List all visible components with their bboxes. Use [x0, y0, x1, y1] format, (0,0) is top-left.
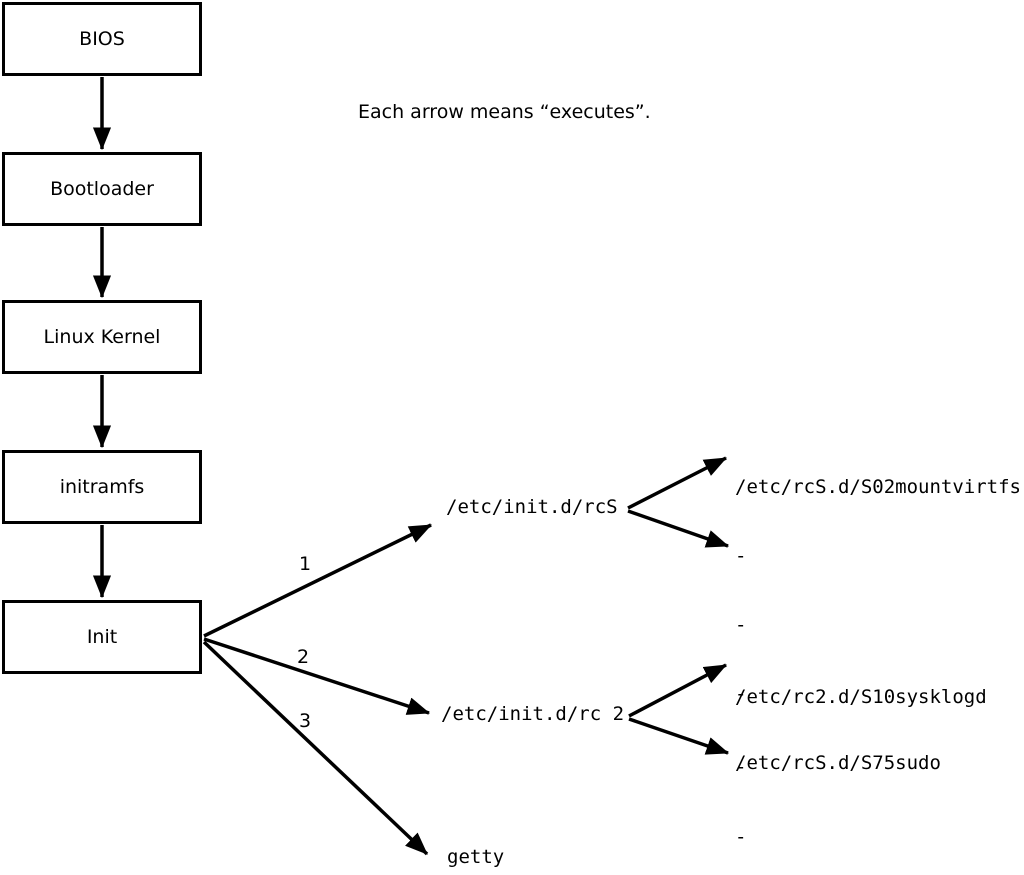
arrow-init-to-getty [202, 640, 429, 856]
ellipsis-dash: - [735, 614, 747, 636]
legend-note: Each arrow means “executes”. [358, 101, 651, 123]
node-bootloader-label: Bootloader [50, 178, 154, 200]
arrow-init-to-rc2 [203, 637, 431, 715]
edge-number-1: 1 [299, 553, 312, 575]
ellipsis-dash: - [735, 756, 747, 778]
target-getty-label: getty [447, 846, 505, 868]
node-bios: BIOS [2, 2, 202, 76]
script-line: /etc/rc2.d/S10sysklogd [735, 686, 987, 708]
edge-number-3: 3 [299, 710, 312, 732]
node-initramfs: initramfs [2, 450, 202, 524]
rcs-scripts-list: /etc/rcS.d/S02mountvirtfs - - - /etc/rcS… [735, 431, 1021, 820]
node-init: Init [2, 600, 202, 674]
ellipsis-dash: - [735, 545, 747, 567]
node-initramfs-label: initramfs [59, 476, 145, 498]
script-line: /etc/rcS.d/S02mountvirtfs [735, 476, 1021, 498]
node-linux-kernel: Linux Kernel [2, 300, 202, 374]
node-init-label: Init [86, 626, 118, 648]
script-line: /etc/rcS.d/S75sudo [735, 752, 941, 774]
arrow-rcs-to-last-script [627, 509, 730, 548]
rc2-scripts-list: /etc/rc2.d/S10sysklogd - - - /etc/rc2.d/… [735, 640, 987, 875]
arrow-rc2-to-last-script [628, 717, 730, 755]
node-bootloader: Bootloader [2, 152, 202, 226]
ellipsis-dash: - [735, 826, 747, 848]
node-linux-kernel-label: Linux Kernel [43, 326, 161, 348]
arrow-rc2-to-first-script [628, 663, 728, 718]
target-rcs-label: /etc/init.d/rcS [446, 496, 618, 518]
edge-number-2: 2 [297, 646, 310, 668]
arrow-rcs-to-first-script [627, 456, 728, 510]
ellipsis-dash: - [735, 683, 747, 705]
arrow-init-to-rcs [203, 523, 433, 638]
target-rc2-label: /etc/init.d/rc 2 [441, 703, 625, 725]
node-bios-label: BIOS [79, 28, 125, 50]
